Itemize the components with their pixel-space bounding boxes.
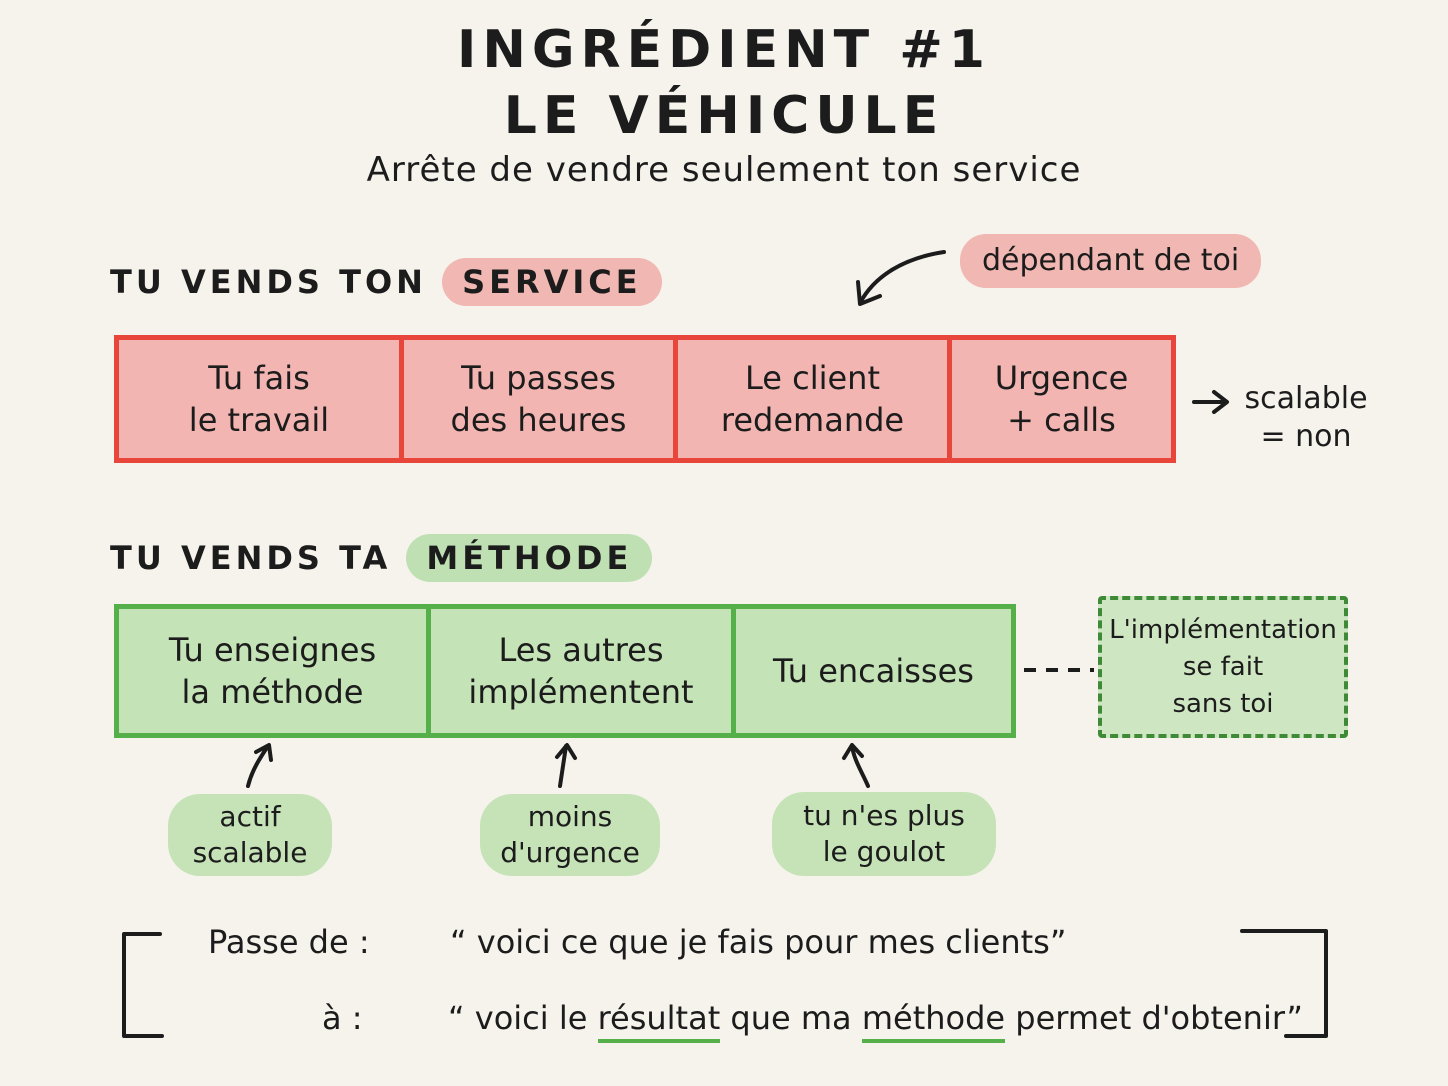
from-label: Passe de :: [208, 923, 370, 961]
benefit-arrow-3-head: [842, 743, 864, 760]
benefit-arrow-3: [850, 744, 870, 788]
to-label: à :: [322, 999, 363, 1037]
from-quote: “ voici ce que je fais pour mes clients”: [450, 923, 1067, 961]
page-title-line1: INGRÉDIENT #1: [457, 20, 991, 80]
service-step-2: Tu passes des heures: [404, 340, 678, 458]
method-heading-prefix: TU VENDS TA: [110, 539, 392, 577]
to-quote: “ voici le résultat que ma méthode perme…: [448, 998, 1303, 1043]
benefit-bubble-3: tu n'es plus le goulot: [772, 792, 996, 876]
benefit-bubble-2: moins d'urgence: [480, 794, 660, 876]
method-heading: TU VENDS TA MÉTHODE: [110, 534, 653, 582]
page-subtitle: Arrête de vendre seulement ton service: [366, 150, 1082, 190]
service-heading-prefix: TU VENDS TON: [110, 263, 427, 301]
to-quote-methode: méthode: [861, 999, 1006, 1043]
to-quote-resultat: résultat: [597, 999, 721, 1043]
method-step-2: Les autres implémentent: [431, 609, 736, 733]
dependent-arrow: [858, 250, 946, 305]
right-bracket: [1240, 929, 1328, 1038]
service-steps-row: Tu fais le travail Tu passes des heures …: [114, 335, 1176, 463]
left-bracket: [122, 932, 164, 1038]
dependent-annotation: dépendant de toi: [960, 234, 1262, 288]
benefit-arrow-1: [246, 744, 270, 788]
method-step-1: Tu enseignes la méthode: [119, 609, 431, 733]
method-steps-row: Tu enseignes la méthode Les autres implé…: [114, 604, 1016, 738]
to-quote-part2: que ma: [720, 999, 862, 1037]
service-heading-highlight: SERVICE: [442, 258, 662, 306]
method-step-3: Tu encaisses: [773, 652, 974, 690]
implementation-note: L'implémentation se fait sans toi: [1098, 596, 1348, 738]
service-step-1: Tu fais le travail: [119, 340, 404, 458]
to-quote-part1: “ voici le: [448, 999, 598, 1037]
to-quote-part3: permet d'obtenir”: [1005, 999, 1303, 1037]
scalable-arrow-head: [1212, 390, 1229, 414]
page-title-line2: LE VÉHICULE: [503, 86, 945, 146]
benefit-arrow-2-head: [555, 743, 577, 760]
scalability-outcome: scalable = non: [1244, 381, 1368, 454]
service-step-3: Le client redemande: [678, 340, 952, 458]
method-heading-highlight: MÉTHODE: [406, 534, 653, 582]
dependent-arrow-head: [856, 280, 882, 306]
benefit-bubble-1: actif scalable: [168, 794, 332, 876]
service-step-4: Urgence + calls: [994, 359, 1129, 439]
benefit-arrow-1-head: [254, 743, 273, 762]
service-heading: TU VENDS TON SERVICE: [110, 258, 662, 306]
